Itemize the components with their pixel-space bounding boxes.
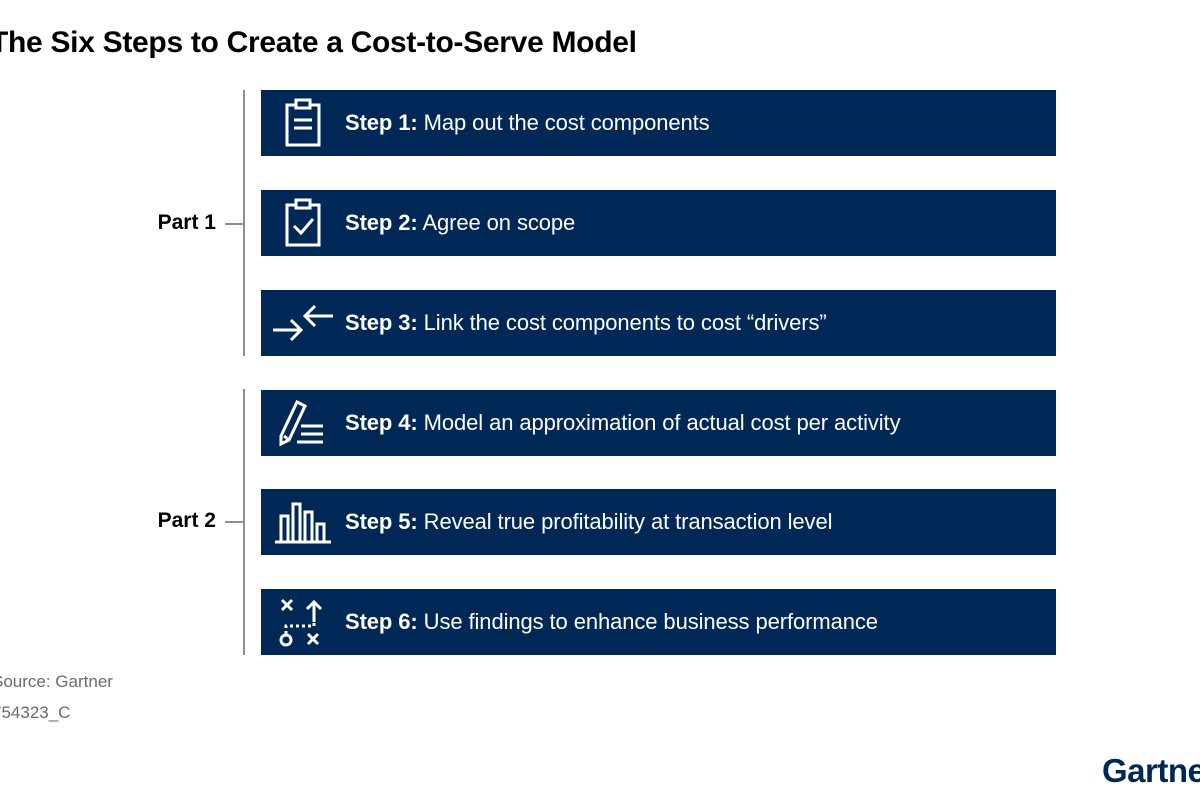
step-6-box: Step 6: Use findings to enhance business… <box>261 589 1056 655</box>
part-2-tick <box>225 521 243 523</box>
step-6-number: Step 6: <box>345 609 418 634</box>
part-1-tick <box>225 223 243 225</box>
step-2-box: Step 2: Agree on scope <box>261 190 1056 256</box>
step-3-box: Step 3: Link the cost components to cost… <box>261 290 1056 356</box>
bar-chart-icon <box>261 489 345 555</box>
strategy-play-icon <box>261 589 345 655</box>
converging-arrows-icon <box>261 290 345 356</box>
step-1-text: Map out the cost components <box>417 110 710 135</box>
clipboard-check-icon <box>261 190 345 256</box>
gartner-logo: Gartner <box>1102 752 1200 789</box>
part-2-label: Part 2 <box>157 509 216 532</box>
step-4-text: Model an approximation of actual cost pe… <box>417 410 901 435</box>
step-5-text: Reveal true profitability at transaction… <box>417 509 833 534</box>
step-5-number: Step 5: <box>345 509 418 534</box>
step-3-text: Link the cost components to cost “driver… <box>417 310 827 335</box>
step-2-text: Agree on scope <box>417 210 576 235</box>
step-2-number: Step 2: <box>345 210 418 235</box>
step-4-box: Step 4: Model an approximation of actual… <box>261 390 1056 456</box>
step-4-number: Step 4: <box>345 410 418 435</box>
step-1-number: Step 1: <box>345 110 418 135</box>
source-note: Source: Gartner <box>0 672 113 691</box>
step-6-text: Use findings to enhance business perform… <box>417 609 878 634</box>
part-2-bracket <box>243 389 245 655</box>
step-5-box: Step 5: Reveal true profitability at tra… <box>261 489 1056 555</box>
step-3-number: Step 3: <box>345 310 418 335</box>
pencil-lines-icon <box>261 390 345 456</box>
reference-id: 754323_C <box>0 703 71 722</box>
step-1-box: Step 1: Map out the cost components <box>261 90 1056 156</box>
part-1-bracket <box>243 90 245 356</box>
diagram-title: The Six Steps to Create a Cost-to-Serve … <box>0 26 637 59</box>
part-1-label: Part 1 <box>157 211 216 234</box>
clipboard-icon <box>261 90 345 156</box>
